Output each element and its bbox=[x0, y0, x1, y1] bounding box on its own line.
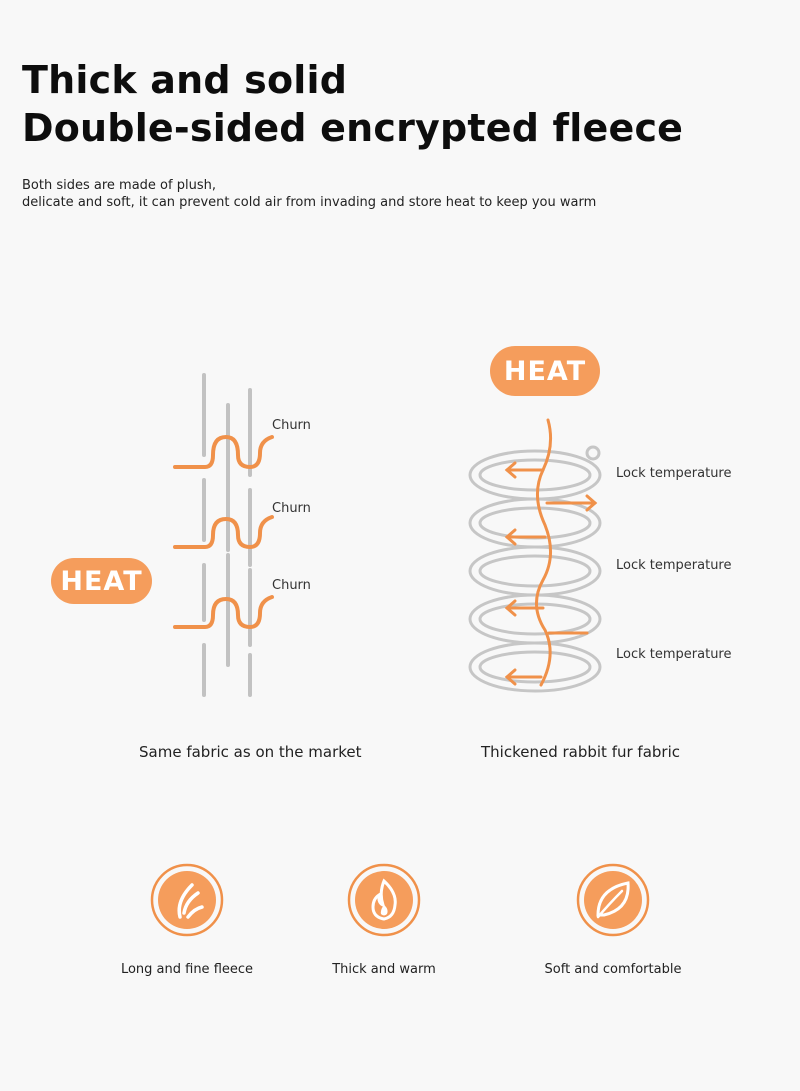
feature-thick-warm: Thick and warm bbox=[314, 863, 454, 977]
feature-soft-comfortable: Soft and comfortable bbox=[528, 863, 698, 977]
woven-fiber-illustration bbox=[173, 373, 274, 697]
spiral-coil-illustration bbox=[468, 418, 602, 693]
heat-badge-right: HEAT bbox=[490, 346, 600, 396]
feather-icon bbox=[150, 863, 224, 937]
churn-label-3: Churn bbox=[272, 578, 311, 593]
flame-icon bbox=[347, 863, 421, 937]
page-title: Thick and solid Double-sided encrypted f… bbox=[22, 56, 683, 152]
feature-label: Thick and warm bbox=[332, 962, 436, 977]
heat-badge-left: HEAT bbox=[51, 558, 152, 604]
lock-temperature-label-3: Lock temperature bbox=[616, 647, 732, 662]
title-line-1: Thick and solid bbox=[22, 58, 348, 102]
churn-label-2: Churn bbox=[272, 501, 311, 516]
title-line-2: Double-sided encrypted fleece bbox=[22, 106, 684, 150]
leaf-icon bbox=[576, 863, 650, 937]
left-diagram-caption: Same fabric as on the market bbox=[139, 743, 362, 761]
feature-label: Soft and comfortable bbox=[544, 962, 682, 977]
description-line-2: delicate and soft, it can prevent cold a… bbox=[22, 195, 597, 210]
description: Both sides are made of plush, delicate a… bbox=[22, 177, 596, 211]
lock-temperature-label-1: Lock temperature bbox=[616, 466, 732, 481]
description-line-1: Both sides are made of plush, bbox=[22, 178, 216, 193]
feature-long-fine-fleece: Long and fine fleece bbox=[117, 863, 257, 977]
feature-label: Long and fine fleece bbox=[120, 962, 254, 977]
right-diagram-caption: Thickened rabbit fur fabric bbox=[481, 743, 681, 761]
lock-temperature-label-2: Lock temperature bbox=[616, 558, 732, 573]
churn-label-1: Churn bbox=[272, 418, 311, 433]
